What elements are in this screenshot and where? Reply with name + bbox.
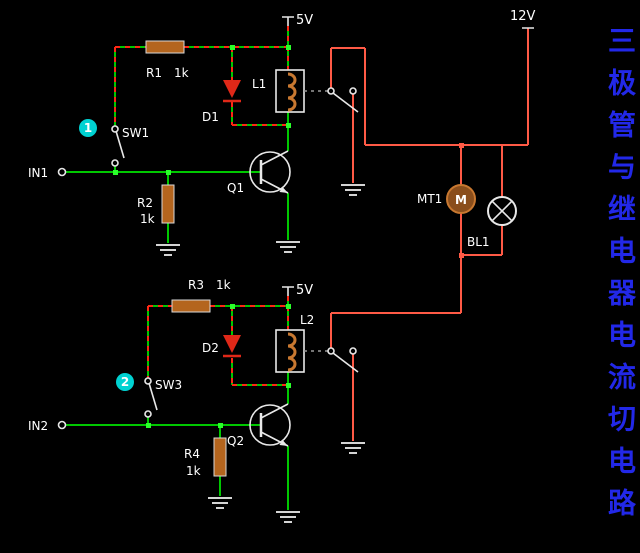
junction-dot [286, 45, 291, 50]
ground-R4[interactable] [208, 497, 232, 509]
switch-SW3-arm[interactable] [148, 382, 158, 411]
junction-dot [230, 304, 235, 309]
page-title: 三极管与继电器电流切电路 [604, 26, 637, 530]
v12-label: 12V [510, 9, 536, 24]
relay-coil-L1[interactable] [275, 69, 305, 113]
resistor-R4-ref: R4 [184, 447, 200, 461]
junction-dot [230, 45, 235, 50]
wire-red-12v-network [330, 28, 529, 441]
ground-relay2[interactable] [341, 442, 365, 454]
input-IN1-label: IN1 [28, 166, 48, 180]
marker-1-badge[interactable] [79, 119, 97, 137]
lamp-BL1-cross [491, 200, 513, 222]
ground-Q1-emitter[interactable] [276, 241, 300, 253]
switch-SW3-ref: SW3 [155, 378, 182, 392]
marker-2-number: 2 [121, 375, 129, 389]
resistor-R3[interactable] [171, 299, 211, 313]
resistor-R3-ref: R3 [188, 278, 204, 292]
relay1-contact-a[interactable] [327, 87, 335, 95]
resistor-R4[interactable] [213, 437, 227, 477]
junction-dot [146, 423, 151, 428]
switch-SW3-contact-top[interactable] [144, 377, 152, 385]
relay2-contact-b[interactable] [349, 347, 357, 355]
input-IN2-label: IN2 [28, 419, 48, 433]
diode-D2[interactable] [223, 335, 241, 353]
diode-D1-ref: D1 [202, 110, 219, 124]
junction-dot [286, 304, 291, 309]
lamp-BL1-ref: BL1 [467, 235, 490, 249]
vcc-lower-label: 5V [296, 283, 313, 298]
switch-SW3-contact-bottom[interactable] [144, 410, 152, 418]
relay-coil-L1-ref: L1 [252, 77, 266, 91]
green-junction-dots [113, 45, 291, 428]
switch-SW1-contact-bottom[interactable] [111, 159, 119, 167]
resistor-R3-value: 1k [216, 278, 231, 292]
diode-D2-ref: D2 [202, 341, 219, 355]
relay-coil-L2-winding [287, 332, 297, 372]
input-terminal-IN2[interactable] [57, 420, 67, 430]
relay-coil-L2[interactable] [275, 329, 305, 373]
diode-D1[interactable] [223, 80, 241, 98]
relay2-contact-a[interactable] [327, 347, 335, 355]
transistor-Q2-emitter-arrow [279, 439, 288, 446]
vcc-upper-label: 5V [296, 13, 313, 28]
marker-2-badge[interactable] [116, 373, 134, 391]
motor-MT1[interactable] [446, 184, 476, 214]
junction-dot-red [459, 253, 464, 258]
resistor-R1-value: 1k [174, 66, 189, 80]
junction-dot [113, 170, 118, 175]
junction-dot [286, 383, 291, 388]
junction-dot [286, 123, 291, 128]
resistor-R4-value: 1k [186, 464, 201, 478]
relay2-arm[interactable] [332, 352, 359, 373]
resistor-R2-ref: R2 [137, 196, 153, 210]
motor-MT1-symbol: M [455, 193, 467, 207]
resistor-R2[interactable] [161, 184, 175, 224]
transistor-Q1-emitter-arrow [279, 186, 288, 193]
switch-SW1-contact-top[interactable] [111, 125, 119, 133]
current-flow-dashes [114, 26, 289, 386]
input-terminal-IN1[interactable] [57, 167, 67, 177]
red-junction-dots [459, 143, 464, 258]
ground-relay1[interactable] [341, 184, 365, 196]
junction-dot-red [459, 143, 464, 148]
relay-mech-links [304, 90, 328, 352]
motor-MT1-ref: MT1 [417, 192, 442, 206]
resistor-R2-value: 1k [140, 212, 155, 226]
resistor-R1-ref: R1 [146, 66, 162, 80]
relay-coil-L2-ref: L2 [300, 313, 314, 327]
junction-dot [218, 423, 223, 428]
relay1-contact-b[interactable] [349, 87, 357, 95]
power-terminal-marks[interactable] [282, 16, 534, 296]
relay1-arm[interactable] [332, 92, 359, 113]
ground-Q2-emitter[interactable] [276, 511, 300, 523]
marker-1-number: 1 [84, 121, 92, 135]
transistor-Q2-ref: Q2 [227, 434, 244, 448]
switch-SW1-arm[interactable] [115, 130, 125, 159]
junction-dot [166, 170, 171, 175]
relay-coil-L1-winding [287, 72, 297, 112]
ground-R2[interactable] [156, 244, 180, 256]
switch-SW1-ref: SW1 [122, 126, 149, 140]
transistor-Q2-body[interactable] [249, 404, 291, 446]
transistor-Q1-ref: Q1 [227, 181, 244, 195]
transistor-Q1-body[interactable] [249, 151, 291, 193]
resistor-R1[interactable] [145, 40, 185, 54]
